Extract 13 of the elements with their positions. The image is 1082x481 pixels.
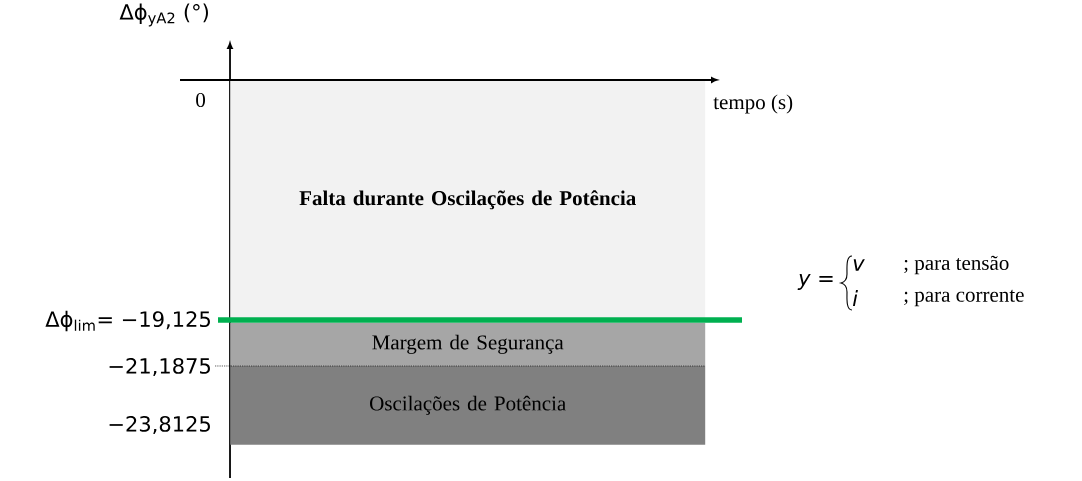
tick-label: 0 [196, 92, 205, 108]
formula-text: y = [797, 274, 833, 290]
region-band: Margem de Segurança [230, 322, 706, 366]
formula-text: i [852, 290, 858, 306]
formula-text: ; para corrente [904, 289, 1024, 307]
tick-label: Δϕ$_{lim}$= −19,125 [45, 310, 210, 332]
formula-text: v [853, 259, 865, 271]
formula-text: ; para tensão [904, 255, 1009, 275]
region-band: Oscilações de Potência [230, 365, 706, 445]
tick-label: −23,8125 [109, 415, 210, 434]
tick-label: −21,1875 [109, 357, 210, 376]
region-band: Falta durante Oscilações de Potência [230, 79, 706, 320]
axis-title: Δϕ$_{yA2}$ (°) [119, 3, 208, 27]
